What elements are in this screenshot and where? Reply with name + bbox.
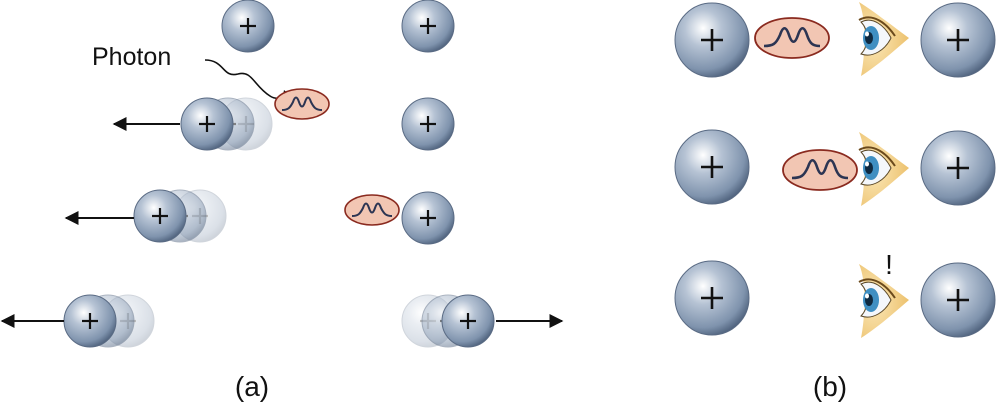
- photon-packet-row2: [274, 88, 330, 120]
- charge-b-row3-left: [673, 259, 751, 337]
- charge-b-row3-right: [919, 261, 997, 339]
- observer-charge-a-row3: [400, 190, 456, 246]
- photon-packet-b-row2: [781, 148, 859, 192]
- observer-charge-a-row1: [400, 0, 456, 54]
- panel-b: ! (b): [673, 1, 997, 402]
- electron-recoil-row4: [62, 293, 156, 349]
- observer-charge-a-row2: [400, 96, 456, 152]
- photon-packet-row3: [344, 194, 400, 226]
- eye-icon-row2: [858, 131, 910, 207]
- electron-recoil-row2: [179, 96, 274, 152]
- panel-a-caption: (a): [235, 371, 269, 402]
- charge-b-row1-left: [673, 1, 751, 79]
- eye-icon-row3: [858, 263, 910, 339]
- electron-a-row1: [220, 0, 276, 54]
- photon-path: [204, 59, 287, 100]
- photon-label: Photon: [92, 43, 171, 71]
- panel-a: Photon: [0, 0, 564, 402]
- eye-icon-row1: [858, 1, 910, 77]
- photon-packet-b-row1: [753, 16, 831, 60]
- panel-b-caption: (b): [813, 371, 847, 402]
- charge-b-row1-right: [919, 1, 997, 79]
- observer-charge-recoil-row4: [400, 293, 496, 349]
- electron-recoil-row3: [132, 188, 228, 244]
- exclamation-mark: !: [885, 249, 893, 280]
- charge-b-row2-left: [673, 128, 751, 206]
- charge-b-row2-right: [919, 129, 997, 207]
